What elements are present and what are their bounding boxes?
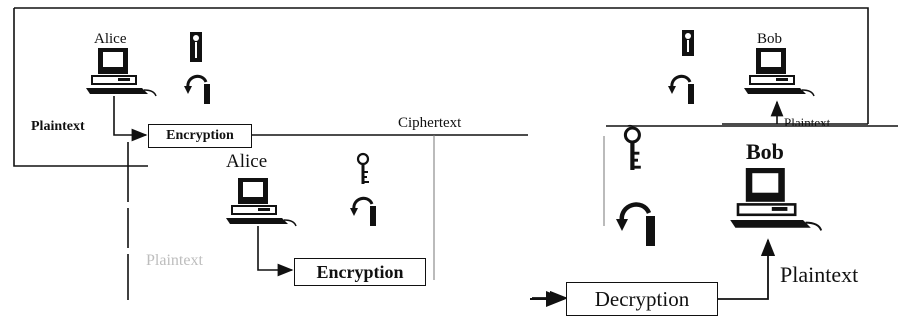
- alice-computer-icon-back: [85, 47, 157, 97]
- bob-label-front: Bob: [746, 139, 784, 164]
- alice-label-back: Alice: [94, 31, 127, 47]
- plaintext-label-back-left: Plaintext: [31, 119, 85, 134]
- alice-label-front: Alice: [226, 151, 268, 172]
- lock-rotate-icon-back-bob: [666, 74, 696, 106]
- plaintext-label-front-right: Plaintext: [780, 262, 859, 287]
- bob-computer-icon-back: [743, 47, 815, 97]
- key-icon-front-alice: [356, 152, 371, 186]
- back-panel-frame: [13, 7, 869, 167]
- plaintext-arrow-back: [113, 96, 148, 142]
- ciphertext-label: Ciphertext: [398, 115, 462, 131]
- bob-label-back: Bob: [757, 31, 783, 47]
- encryption-box-back: Encryption: [148, 124, 252, 148]
- lock-rotate-icon-back-alice: [182, 74, 212, 106]
- decryption-box-front: Decryption: [566, 282, 718, 316]
- alice-computer-icon-front: [225, 177, 297, 227]
- key-icon-back-alice: [190, 32, 202, 62]
- plaintext-label-front-left: Plaintext: [146, 252, 203, 269]
- key-icon-back-bob: [682, 30, 694, 56]
- encryption-box-front: Encryption: [294, 258, 426, 286]
- lock-rotate-icon-front-alice: [348, 196, 378, 228]
- plaintext-arrow-front: [257, 226, 294, 277]
